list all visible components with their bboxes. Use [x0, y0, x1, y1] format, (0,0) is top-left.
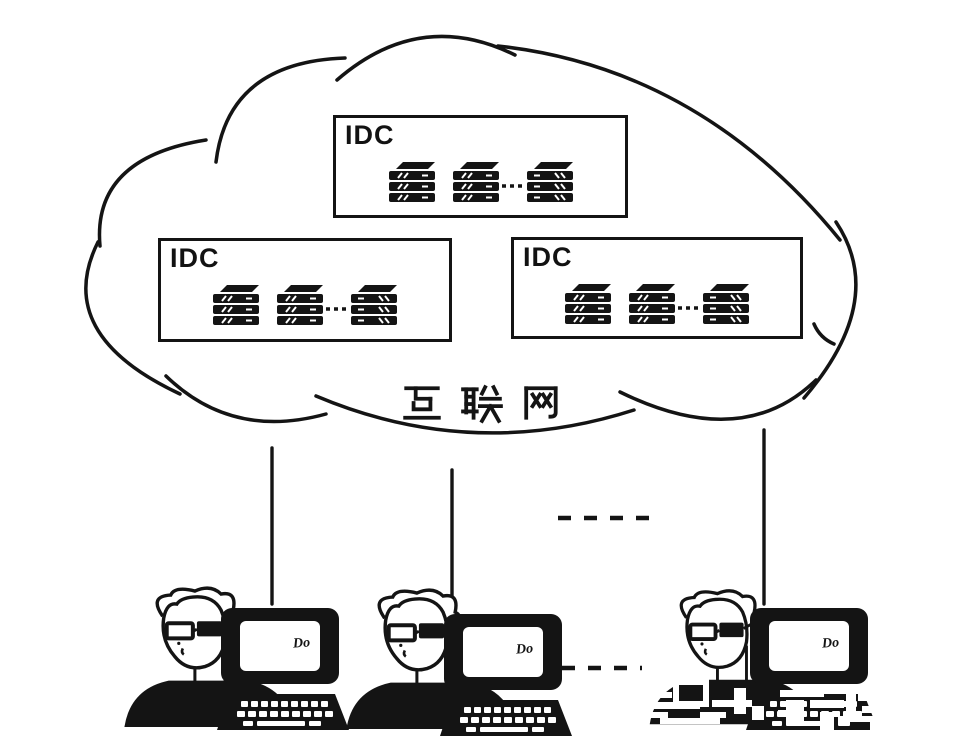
idc-label: IDC	[345, 120, 395, 150]
terminal-drawing	[217, 608, 349, 730]
internet-label-glyphs	[403, 384, 558, 424]
idc-box-top: IDC	[333, 115, 628, 218]
terminal-2: Do	[436, 612, 576, 736]
server-rack-row	[387, 161, 574, 203]
screen-logo-text: Do	[821, 635, 840, 652]
server-rack-row	[564, 283, 750, 325]
idc-label: IDC	[170, 243, 220, 273]
idc-label: IDC	[523, 242, 573, 272]
server-rack-icon	[387, 161, 436, 203]
terminal-drawing	[746, 608, 878, 730]
server-rack-icon	[564, 283, 612, 325]
idc-box-left: IDC	[158, 238, 452, 342]
server-rack-icon-mirrored	[350, 284, 398, 326]
internet-cloud-outline	[84, 34, 858, 435]
internet-label: 互联网	[402, 380, 562, 426]
server-rack-icon-mirrored	[702, 283, 750, 325]
server-rack-icon-mirrored	[525, 161, 574, 203]
server-rack-icon	[628, 283, 676, 325]
terminal-1: Do	[213, 606, 353, 732]
client-connector-lines	[270, 428, 766, 608]
idc-box-right: IDC	[511, 237, 803, 339]
ellipsis-dashes	[558, 515, 652, 671]
terminal-3: Do	[742, 606, 882, 732]
server-rack-icon	[451, 161, 500, 203]
server-rack-icon	[276, 284, 324, 326]
screen-logo-text: Do	[515, 641, 534, 658]
server-rack-icon	[212, 284, 260, 326]
terminal-drawing	[440, 614, 572, 736]
screen-logo-text: Do	[292, 635, 311, 652]
server-rack-row	[212, 284, 398, 326]
